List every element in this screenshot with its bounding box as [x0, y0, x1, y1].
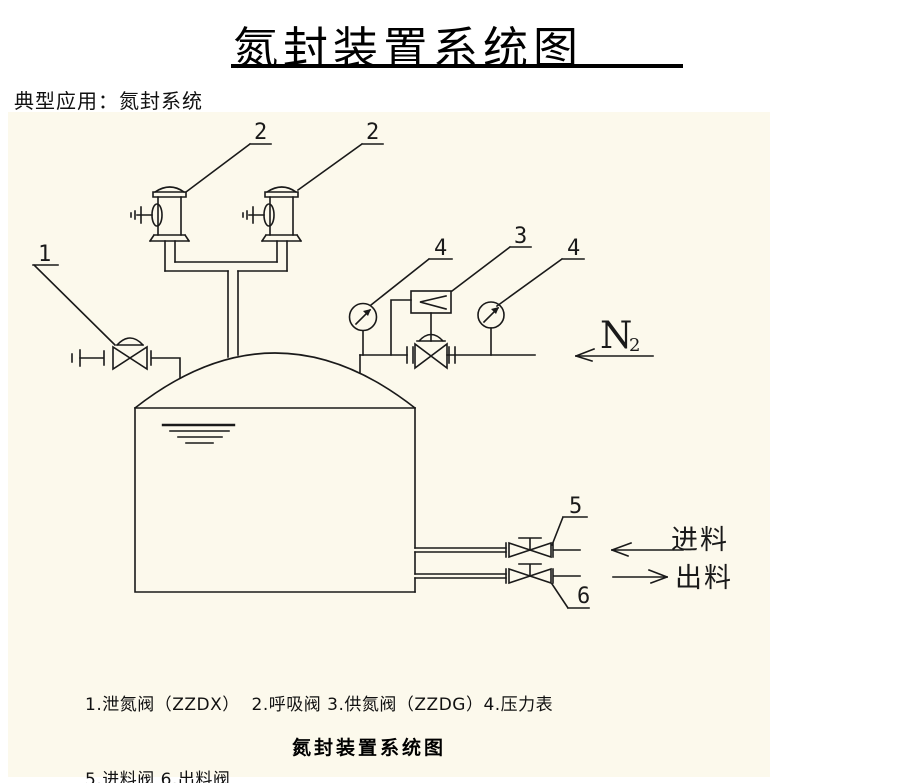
- valve-flange-ticks: [505, 542, 554, 558]
- valve-side-stub: [242, 206, 265, 224]
- leader-line: [184, 142, 272, 194]
- discharge-label: 出料: [675, 563, 733, 594]
- legend-line-2: 5.进料阀 6.出料阀: [85, 770, 231, 783]
- callout-6: 6: [550, 582, 590, 610]
- inlet-pipe: [79, 350, 105, 366]
- discharge-pipe: [414, 573, 581, 579]
- pilot-regulator-symbol: [419, 295, 447, 310]
- valve-side-port: [263, 203, 275, 227]
- leader-line: [550, 582, 590, 610]
- pilot-regulator-box: [410, 290, 452, 314]
- breathing-valve-right: [242, 186, 303, 243]
- storage-tank: [133, 352, 417, 593]
- valve-cap-plate: [152, 191, 187, 198]
- sensing-line: [390, 299, 412, 356]
- callout-number: 2: [254, 120, 267, 145]
- n2-arrowhead: [574, 347, 596, 363]
- callout-4-right: 4: [495, 236, 585, 308]
- callout-1: 1: [32, 242, 117, 347]
- valve-flange-ticks: [505, 568, 554, 584]
- tank-wall-left-bottom: [134, 407, 416, 593]
- callout-number: 6: [577, 584, 590, 609]
- discharge-flow-annotation: 出料: [612, 563, 733, 594]
- gauge-needle-tip: [491, 307, 499, 314]
- callout-number: 3: [514, 224, 527, 249]
- callout-5: 5: [550, 494, 588, 547]
- valve-bowtie: [112, 345, 148, 371]
- legend-line-1: 1.泄氮阀（ZZDX） 2.呼吸阀 3.供氮阀（ZZDG）4.压力表: [85, 695, 554, 715]
- outlet-pipe: [150, 350, 181, 379]
- gauge-dial: [348, 302, 378, 332]
- feed-label: 进料: [671, 525, 729, 556]
- tank-dome: [133, 352, 417, 410]
- pressure-gauge-right: [477, 301, 505, 356]
- pipe-end-cap: [71, 349, 81, 367]
- flange-ticks: [406, 346, 456, 364]
- valve-side-port: [151, 203, 163, 227]
- callout-number: 5: [569, 494, 582, 519]
- supply-valve-bowtie: [414, 342, 448, 370]
- center-drop-pipe: [227, 270, 239, 358]
- valve-base-flange: [260, 233, 303, 243]
- breather-manifold-pipe: [164, 240, 288, 358]
- n2-label: N: [600, 314, 632, 357]
- valve-t-handle: [518, 537, 542, 551]
- valve-cap-dome: [265, 186, 298, 194]
- leader-line: [550, 515, 588, 547]
- feed-flow-annotation: 进料: [610, 525, 729, 558]
- valve-body: [269, 196, 294, 236]
- callout-2-right: 2: [296, 120, 384, 192]
- callout-2-left: 2: [184, 120, 272, 194]
- valve-cap-dome: [153, 186, 186, 194]
- feed-line: [414, 537, 581, 559]
- discharge-arrowhead: [647, 568, 669, 585]
- valve-cap-plate: [264, 191, 299, 198]
- valve-body: [157, 196, 182, 236]
- valve-bowtie: [508, 541, 552, 559]
- breathing-valve-left: [130, 186, 191, 243]
- valve-actuator-dome: [115, 337, 145, 347]
- nitrogen-release-valve: [71, 337, 181, 379]
- callout-4-left: 4: [369, 236, 453, 307]
- diagram-caption: 氮封装置系统图: [292, 737, 447, 759]
- gauge-dial: [477, 301, 505, 329]
- callout-number: 4: [434, 236, 447, 261]
- callout-number: 4: [567, 236, 580, 261]
- valve-side-stub: [130, 206, 153, 224]
- valve-base-flange: [148, 233, 191, 243]
- title-underline: [231, 64, 683, 68]
- legend: 1.泄氮阀（ZZDX） 2.呼吸阀 3.供氮阀（ZZDG）4.压力表 5.进料阀…: [85, 643, 553, 783]
- n2-inlet-annotation: N 2: [574, 314, 654, 363]
- leader-line: [450, 245, 532, 293]
- callout-number: 1: [38, 242, 51, 267]
- discharge-valve: [505, 563, 554, 585]
- feed-valve: [505, 537, 554, 559]
- leader-line: [495, 257, 585, 308]
- liquid-level-marks: [161, 423, 236, 444]
- callout-number: 2: [366, 120, 379, 145]
- leader-line: [32, 263, 117, 347]
- leader-line: [369, 257, 453, 307]
- pressure-gauge-left: [348, 302, 378, 356]
- feed-arrowhead: [610, 541, 633, 558]
- gauge-needle-tip: [363, 309, 371, 316]
- valve-t-handle: [518, 563, 542, 577]
- page-subtitle: 典型应用：氮封系统: [14, 89, 203, 113]
- nitrogen-supply-line: [348, 290, 536, 374]
- feed-pipe: [414, 547, 581, 553]
- valve-bowtie: [508, 567, 552, 585]
- callout-3: 3: [450, 224, 532, 293]
- drop-pipes: [164, 240, 288, 272]
- n2-subscript: 2: [629, 335, 640, 356]
- discharge-line: [414, 563, 581, 585]
- leader-line: [296, 142, 384, 192]
